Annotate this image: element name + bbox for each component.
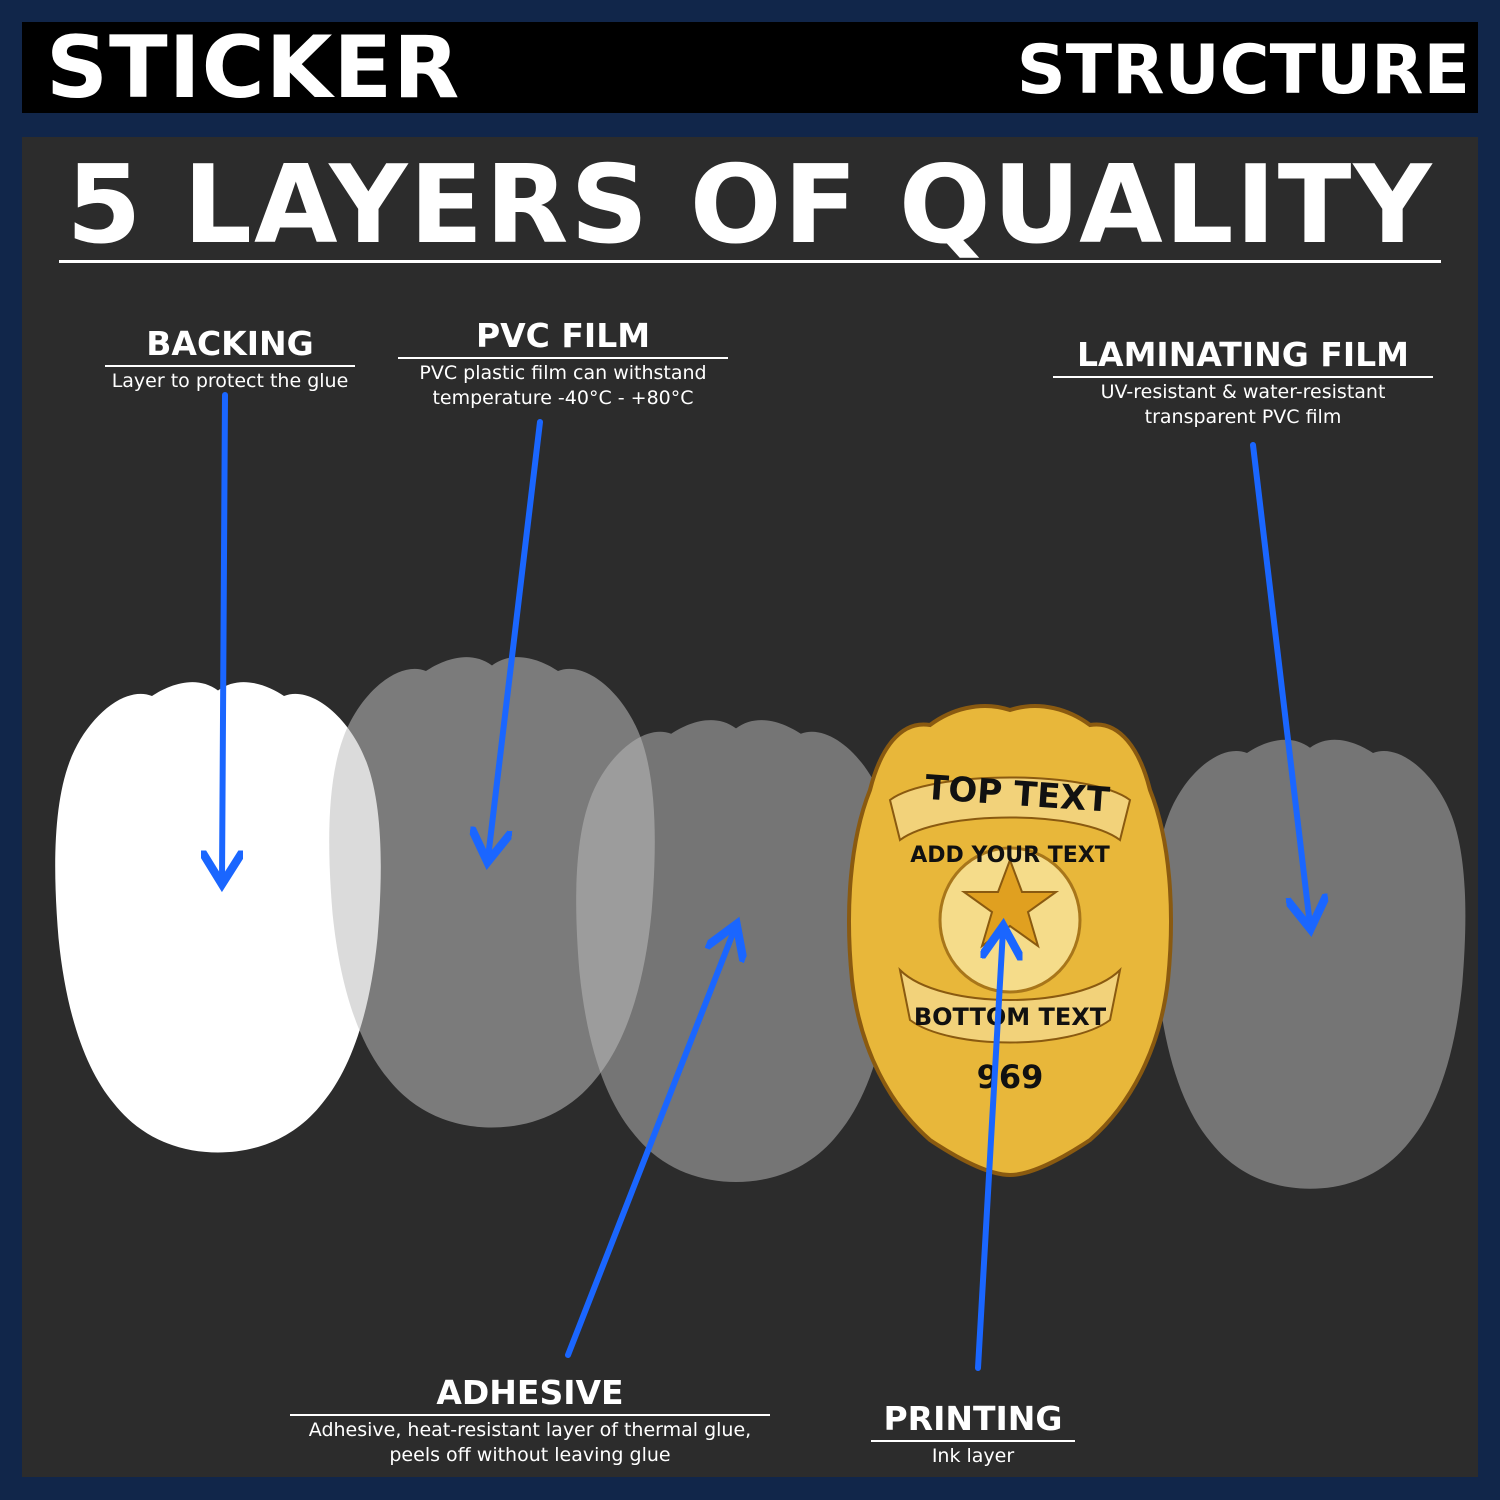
pvc-film-desc-2: temperature -40°C - +80°C [432, 387, 694, 409]
badge-middle-text: ADD YOUR TEXT [910, 843, 1110, 868]
backing-desc: Layer to protect the glue [111, 370, 349, 392]
title-left: STICKER [46, 18, 461, 118]
backing-layer-shape [55, 682, 381, 1153]
headline-divider [59, 260, 1441, 263]
printed-badge: TOP TEXT ADD YOUR TEXT BOTTOM TEXT 969 [847, 703, 1173, 1178]
pvc-film-label: PVC FILM PVC plastic film can withstand … [398, 317, 728, 411]
laminating-film-label: LAMINATING FILM UV-resistant & water-res… [1053, 336, 1433, 430]
laminating-film-shape [1154, 739, 1466, 1189]
pvc-film-desc-1: PVC plastic film can withstand [419, 362, 707, 384]
pvc-film-title: PVC FILM [398, 317, 728, 359]
pvc-arrow [488, 419, 543, 858]
laminating-arrow [1250, 442, 1310, 925]
laminating-film-desc-2: transparent PVC film [1144, 406, 1342, 428]
adhesive-desc-1: Adhesive, heat-resistant layer of therma… [308, 1419, 752, 1441]
adhesive-label: ADHESIVE Adhesive, heat-resistant layer … [290, 1374, 770, 1468]
title-bar: STICKER STRUCTURE [22, 22, 1478, 113]
backing-label: BACKING Layer to protect the glue [105, 325, 355, 394]
headline: 5 LAYERS OF QUALITY [66, 143, 1434, 268]
laminating-film-title: LAMINATING FILM [1053, 336, 1433, 378]
adhesive-arrow [565, 928, 735, 1358]
backing-arrow [222, 392, 225, 880]
adhesive-title: ADHESIVE [290, 1374, 770, 1416]
printing-desc: Ink layer [931, 1445, 1015, 1467]
title-right: STRUCTURE [1016, 31, 1470, 110]
backing-title: BACKING [105, 325, 355, 367]
printing-arrow [975, 930, 1003, 1371]
laminating-film-desc-1: UV-resistant & water-resistant [1100, 381, 1386, 403]
badge-number: 969 [977, 1058, 1044, 1096]
adhesive-desc-2: peels off without leaving glue [389, 1444, 671, 1466]
printing-label: PRINTING Ink layer [871, 1400, 1075, 1469]
printing-title: PRINTING [871, 1400, 1075, 1442]
badge-bottom-text: BOTTOM TEXT [914, 1003, 1107, 1031]
